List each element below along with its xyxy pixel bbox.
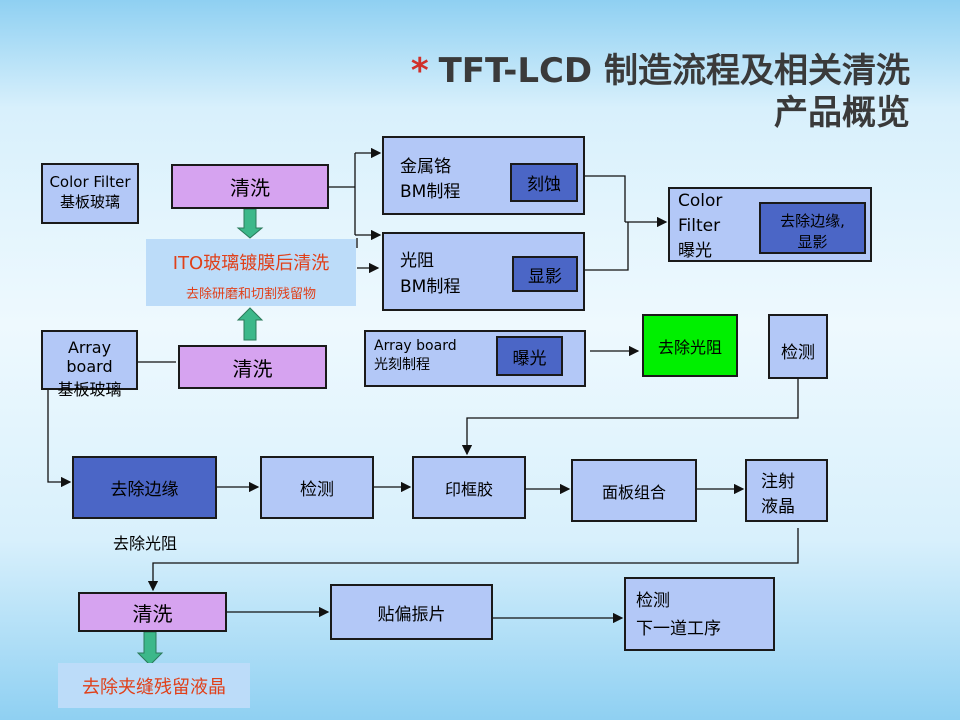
node-label: 去除夹缝残留液晶 (82, 676, 226, 698)
node-label: 显影 (528, 266, 562, 287)
edge-remove-sub-label: 去除光阻 (113, 534, 178, 553)
ito-clean-label: ITO玻璃镀膜后清洗 去除研磨和切割残留物 (146, 239, 356, 306)
develop-node: 显影 (512, 256, 578, 292)
green-arrow-down-2 (136, 631, 164, 666)
lc-residue-label: 去除夹缝残留液晶 (58, 663, 250, 708)
node-label: 清洗 (230, 176, 270, 200)
color-filter-glass-node: Color Filter 基板玻璃 (41, 163, 139, 224)
ito-title: ITO玻璃镀膜后清洗 (172, 253, 330, 274)
node-label: 光刻制程 (374, 357, 430, 373)
ito-sub: 去除研磨和切割残留物 (185, 287, 316, 302)
title-line-2: 产品概览 (774, 93, 910, 133)
cf-edge-remove-node: 去除边缘, 显影 (759, 202, 866, 254)
node-label: 检测 (300, 480, 334, 500)
polarizer-node: 贴偏振片 (330, 584, 493, 640)
node-label: Array board (66, 338, 113, 376)
array-glass-node: Array board 基板玻璃 (41, 330, 138, 399)
clean-node-3: 清洗 (78, 592, 227, 632)
green-arrow-up (236, 307, 264, 341)
node-label: 去除边缘, (780, 212, 845, 230)
node-label: 显影 (797, 233, 828, 251)
asterisk-bullet: * (410, 51, 429, 91)
node-label: 贴偏振片 (377, 604, 446, 625)
node-label: 刻蚀 (527, 175, 561, 195)
clean-node-2: 清洗 (178, 345, 327, 389)
edge-remove-node: 去除边缘 (72, 456, 217, 519)
node-label: 清洗 (232, 356, 273, 381)
assembly-node: 面板组合 (571, 459, 697, 522)
next-process-node: 检测下一道工序 (624, 577, 775, 651)
node-label: BM制程 (400, 277, 461, 297)
node-label: 检测 (636, 591, 670, 611)
node-label: 光阻 (400, 251, 434, 271)
seal-node: 印框胶 (412, 456, 526, 519)
node-label: Color (678, 191, 723, 211)
node-label: Array board (374, 338, 457, 354)
node-label: 去除光阻 (657, 337, 722, 357)
node-label: Filter (678, 216, 721, 236)
node-label: 金属铬 (400, 157, 451, 177)
inspect-node-1: 检测 (768, 314, 828, 379)
node-label: 面板组合 (601, 482, 666, 502)
node-label: 注射 (761, 472, 795, 492)
strip-resist-node: 去除光阻 (642, 314, 738, 377)
lc-inject-node: 注射液晶 (745, 459, 828, 522)
node-label: 去除边缘 (110, 480, 179, 500)
title-line-1: TFT-LCD 制造流程及相关清洗 (438, 51, 910, 91)
node-label: 下一道工序 (636, 619, 721, 639)
node-label: 基板玻璃 (59, 193, 120, 211)
etch-node: 刻蚀 (510, 163, 578, 202)
expose-node: 曝光 (496, 336, 563, 376)
node-label: 检测 (781, 343, 815, 363)
node-label: 曝光 (512, 348, 547, 369)
node-label: 印框胶 (444, 479, 493, 499)
node-label: Color Filter (49, 173, 131, 191)
clean-node-1: 清洗 (171, 164, 329, 209)
inspect-node-2: 检测 (260, 456, 374, 519)
page-title: *TFT-LCD 制造流程及相关清洗 产品概览 (411, 50, 910, 134)
node-label: BM制程 (400, 182, 461, 202)
node-label: 基板玻璃 (57, 380, 122, 399)
green-arrow-down (236, 208, 264, 239)
node-label: 液晶 (761, 497, 795, 517)
node-label: 清洗 (132, 601, 173, 626)
node-label: 曝光 (678, 241, 712, 261)
